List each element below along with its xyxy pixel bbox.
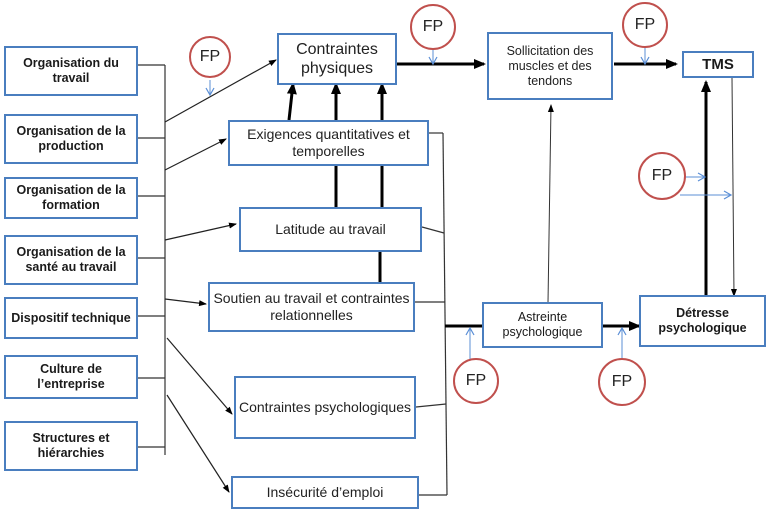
box-label: Dispositif technique [11,310,131,325]
fp-label: FP [611,373,633,390]
box-label: Détresse psychologique [658,306,747,335]
box-label: Organisation de la production [16,124,126,153]
box-astreinte: Astreinte psychologique [482,302,603,348]
fp-circle: FP [622,2,668,48]
box-label: Soutien au travail et contraintes relati… [213,290,410,323]
box-label: Sollicitation des muscles et des tendons [506,43,594,88]
fp-label: FP [634,16,656,33]
fp-label: FP [465,372,487,389]
box-soutien: Soutien au travail et contraintes relati… [208,282,415,332]
thin-flows [547,77,737,304]
box-label: Exigences quantitatives et temporelles [247,126,410,159]
bus-arrows [164,59,277,493]
box-label: Organisation de la formation [16,183,126,212]
fp-circle: FP [638,152,686,200]
box-latitude: Latitude au travail [239,207,422,252]
left-bus [138,64,166,455]
fp-label: FP [422,18,444,35]
fp-circle: FP [189,36,231,78]
fp-circle: FP [410,4,456,50]
upward-arrows [286,82,387,282]
box-contraintes-physiques: Contraintes physiques [277,33,397,85]
box-label: Contraintes physiques [296,40,378,77]
box-detresse: Détresse psychologique [639,295,766,347]
box-label: Latitude au travail [275,221,386,238]
right-bus [415,132,448,496]
box-label: TMS [702,55,734,73]
box-label: Insécurité d’emploi [266,484,384,501]
box-organisation-travail: Organisation du travail [4,46,138,96]
box-label: Organisation de la santé au travail [16,245,126,274]
box-culture-entreprise: Culture de l’entreprise [4,355,138,399]
main-flows [397,59,711,331]
fp-label: FP [199,48,221,65]
box-label: Structures et hiérarchies [32,431,110,460]
box-organisation-sante: Organisation de la santé au travail [4,235,138,285]
box-label: Organisation du travail [23,56,119,85]
box-organisation-formation: Organisation de la formation [4,177,138,219]
box-tms: TMS [682,51,754,78]
box-organisation-production: Organisation de la production [4,114,138,164]
box-exigences: Exigences quantitatives et temporelles [228,120,429,166]
box-label: Contraintes psychologiques [239,399,411,416]
box-label: Culture de l’entreprise [37,362,105,391]
box-sollicitation: Sollicitation des muscles et des tendons [487,32,613,100]
box-contraintes-psychologiques: Contraintes psychologiques [234,376,416,439]
box-label: Astreinte psychologique [502,310,583,339]
box-structures-hierarchies: Structures et hiérarchies [4,421,138,471]
fp-label: FP [651,167,673,184]
box-insecurite-emploi: Insécurité d’emploi [231,476,419,509]
box-dispositif-technique: Dispositif technique [4,297,138,339]
fp-circle: FP [453,358,499,404]
fp-circle: FP [598,358,646,406]
